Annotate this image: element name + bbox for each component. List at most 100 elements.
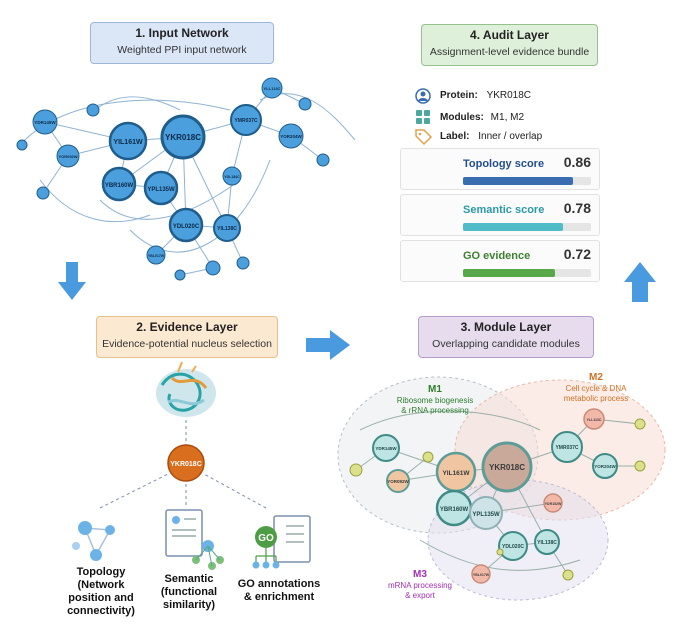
- nucleus-label: YKR018C: [170, 461, 202, 468]
- module-node-label: YOR092W: [387, 479, 409, 484]
- flow-arrow-right: [306, 330, 350, 360]
- module-m2-desc: Cell cycle & DNA: [566, 384, 628, 393]
- dashed-link: [203, 473, 267, 509]
- score-bar-fill: [463, 177, 574, 185]
- module-m2-name: M2: [589, 372, 603, 383]
- semantic-score-card: Semantic score 0.78: [400, 194, 600, 236]
- module-node-ymr037c: [551, 431, 583, 463]
- module-m1-desc: Ribosome biogenesis: [397, 396, 474, 405]
- audit-label-value: Inner / overlap: [478, 131, 543, 142]
- node-small: [236, 256, 250, 270]
- nucleus-node: [167, 444, 205, 482]
- module-node-ykr018c: [481, 441, 533, 493]
- node-label: YGL184C: [224, 175, 240, 179]
- node-label: YPL135W: [147, 187, 175, 193]
- module-node-ybl017w: [471, 564, 491, 584]
- audit-protein-value: YKR018C: [486, 90, 532, 101]
- module-node-small: [496, 548, 504, 556]
- module-m2-desc: metabolic process: [564, 394, 628, 403]
- node-yor092w: [56, 144, 80, 168]
- module-node-yll113c: [583, 408, 605, 430]
- node-small: [36, 186, 50, 200]
- audit-modules-key: Modules:: [440, 112, 484, 123]
- node-label: YOR204W: [280, 134, 302, 139]
- module-node-label: YKR018C: [489, 463, 525, 472]
- score-bar-fill: [463, 223, 563, 231]
- node-yil161w: [108, 121, 148, 161]
- module-node-small: [634, 418, 646, 430]
- panel-title: 2. Evidence Layer: [136, 320, 238, 334]
- node-label: YIL138C: [217, 226, 237, 232]
- topology-label: Topology (Network position and connectiv…: [67, 566, 135, 617]
- score-value: 0.78: [563, 200, 591, 216]
- node-ymr037c: [230, 104, 262, 136]
- module-node-ydr152w: [543, 493, 563, 513]
- panel-subtitle: Weighted PPI input network: [117, 44, 247, 56]
- topology-icon: [72, 521, 115, 561]
- go-badge-text: GO: [258, 533, 274, 544]
- module-node-small: [634, 460, 646, 472]
- score-bar: [463, 223, 591, 231]
- node-ydr145w: [32, 109, 58, 135]
- module-node-label: YIL161W: [442, 470, 470, 477]
- score-value: 0.86: [563, 154, 591, 170]
- module-node-small: [349, 463, 363, 477]
- panel-title: 3. Module Layer: [460, 320, 552, 334]
- node-ydl020c: [168, 207, 204, 243]
- score-bar: [463, 269, 591, 277]
- node-small: [205, 260, 221, 276]
- module-node-label: YPL135W: [472, 512, 500, 518]
- node-label: YIL161W: [113, 139, 143, 146]
- module-node-label: YDR145W: [375, 446, 397, 451]
- module-nodes: [349, 408, 646, 584]
- node-label: YKR018C: [165, 133, 201, 142]
- go-icon: GO: [252, 515, 311, 569]
- score-value: 0.72: [563, 246, 591, 262]
- module-node-label: YDR152W: [545, 502, 562, 506]
- module-m3-desc: & export: [405, 591, 436, 600]
- module-node-label: YDL020C: [502, 544, 524, 550]
- node-label: YBR160W: [105, 183, 134, 189]
- panel-subtitle: Assignment-level evidence bundle: [429, 46, 590, 58]
- audit-label-row: Label: Inner / overlap: [440, 131, 542, 142]
- node-label: YBL017W: [148, 254, 165, 258]
- semantic-label: Semantic (functional similarity): [160, 573, 218, 611]
- flow-arrow-up: [624, 262, 656, 302]
- module-node-label: YBL017W: [473, 573, 490, 577]
- panel-title: 4. Audit Layer: [470, 28, 549, 42]
- node-small: [16, 139, 28, 151]
- score-bar: [463, 177, 591, 185]
- module-node-label: YOR204W: [594, 464, 616, 469]
- module-node-label: YMR037C: [555, 445, 578, 451]
- audit-modules-row: Modules: M1, M2: [440, 112, 524, 123]
- node-ypl135w: [143, 170, 179, 206]
- module-node-ypl135w: [469, 496, 503, 530]
- module-node-ydr145w: [372, 434, 400, 462]
- module-node-label: YBR160W: [440, 507, 469, 513]
- evidence-layer-title: 2. Evidence Layer Evidence-potential nuc…: [96, 316, 278, 358]
- network-nodes: [16, 77, 330, 281]
- modules-icon: [416, 110, 430, 124]
- node-ybl017w: [146, 245, 166, 265]
- module-node-label: YLL113C: [587, 418, 602, 422]
- node-ykr018c: [160, 114, 206, 160]
- panel-title: 1. Input Network: [135, 26, 229, 40]
- node-yor204w: [278, 123, 304, 149]
- audit-protein-row: Protein: YKR018C: [440, 90, 531, 101]
- module-node-label: YIL138C: [537, 540, 557, 546]
- node-label: YDR145W: [34, 120, 56, 125]
- module-node-yor092w: [386, 469, 410, 493]
- score-label: Semantic score: [463, 204, 545, 216]
- module-node-yil138c: [534, 529, 560, 555]
- module-node-small: [422, 451, 434, 463]
- node-label: YDL020C: [173, 224, 200, 230]
- score-label: Topology score: [463, 158, 545, 170]
- node-label: YMR037C: [234, 118, 257, 124]
- topology-score-card: Topology score 0.86: [400, 148, 600, 190]
- input-network-title: 1. Input Network Weighted PPI input netw…: [90, 22, 274, 64]
- semantic-icon: [165, 509, 224, 570]
- audit-label-key: Label:: [440, 131, 470, 142]
- module-node-ydl020c: [498, 531, 528, 561]
- module-node-small: [562, 569, 574, 581]
